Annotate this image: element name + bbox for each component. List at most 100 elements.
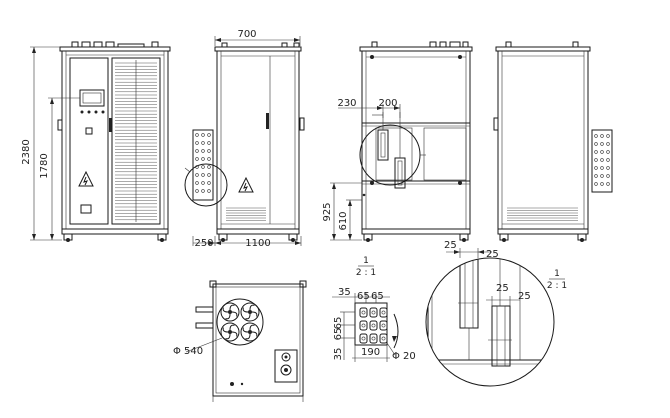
fan-icon: [220, 302, 240, 322]
rear-view: [493, 41, 613, 242]
plate-hole: [606, 134, 610, 138]
plate-hole: [594, 182, 598, 186]
detail-b-scale-bottom: 2 : 1: [547, 281, 567, 291]
fan-blade: [245, 333, 251, 340]
hole: [381, 310, 386, 315]
hole: [381, 336, 386, 341]
dim-fan-diameter: Φ 540: [173, 346, 203, 357]
fan-blade: [231, 311, 238, 317]
side-plate-holes: [195, 133, 211, 193]
fan-blade: [222, 307, 229, 313]
plate-hole: [606, 142, 610, 146]
plate-hole: [201, 149, 205, 153]
plate-hole: [594, 150, 598, 154]
hole: [371, 310, 376, 315]
fan-blade: [249, 304, 255, 311]
dim-detail-25-d: 25: [518, 291, 531, 302]
hole-outline: [369, 320, 378, 331]
fan-blade: [231, 331, 238, 337]
hole-outline: [369, 307, 378, 318]
dim-hole-65-a: 65: [357, 291, 370, 302]
detail-label-b: 1 2 : 1: [547, 269, 567, 291]
dim-hole-diameter: Φ 20: [392, 351, 416, 362]
hole-outline: [369, 333, 378, 344]
hole-outline: [359, 333, 368, 344]
fan-blade: [242, 327, 249, 333]
plate-hole: [195, 141, 199, 145]
hole: [361, 310, 366, 315]
fan-blade: [242, 307, 249, 313]
dim-front-height-lower: 1780: [39, 153, 50, 178]
side-vent-slots: [226, 207, 266, 221]
fan-icon: [240, 302, 260, 322]
dim-hole-190: 190: [361, 347, 380, 358]
hole: [381, 323, 386, 328]
dim-rack-left: 230: [337, 98, 356, 109]
plate-hole: [195, 149, 199, 153]
fan-blade: [225, 333, 231, 340]
plate-hole: [600, 166, 604, 170]
plate-hole: [594, 142, 598, 146]
plate-hole: [606, 182, 610, 186]
fan-blade: [251, 311, 258, 317]
dim-hole-65-b: 65: [371, 291, 384, 302]
plate-hole: [600, 182, 604, 186]
plate-hole: [195, 181, 199, 185]
plate-hole: [606, 166, 610, 170]
dim-rack-right: 200: [378, 98, 397, 109]
plate-hole: [600, 174, 604, 178]
plate-hole: [201, 165, 205, 169]
plate-hole: [600, 142, 604, 146]
fan-icon: [220, 322, 240, 342]
dim-hole-35-left: 35: [333, 348, 344, 361]
fan-blade: [249, 324, 255, 331]
plate-hole: [606, 158, 610, 162]
hole: [361, 336, 366, 341]
fan-hub: [228, 330, 232, 334]
side-view: 700: [184, 29, 305, 249]
dim-side-width: 700: [237, 29, 256, 40]
plate-hole: [207, 165, 211, 169]
dim-height-610: 610: [338, 211, 349, 230]
dim-front-height-total: 2380: [21, 139, 32, 164]
plate-hole: [594, 134, 598, 138]
plate-hole: [207, 157, 211, 161]
hole-outline: [379, 333, 388, 344]
plate-hole: [207, 149, 211, 153]
plate-hole: [201, 133, 205, 137]
dim-detail-25-b: 25: [486, 249, 499, 260]
dim-hole-65-left-a: 65: [333, 317, 344, 330]
fan-blade: [245, 313, 251, 320]
plate-hole: [195, 133, 199, 137]
front-view: 2380 1780: [21, 41, 171, 242]
hole-outline: [359, 320, 368, 331]
plate-hole: [600, 150, 604, 154]
plate-hole: [207, 141, 211, 145]
fan-hub: [228, 310, 232, 314]
top-view: Φ 540: [173, 280, 307, 402]
interior-view: 230 200 925 610: [322, 41, 473, 242]
hole-pattern-view: 35 65 65 65 65 35 190 Φ 20: [332, 287, 416, 362]
plate-hole: [594, 174, 598, 178]
hole: [371, 323, 376, 328]
plate-hole: [207, 133, 211, 137]
rear-plate-holes: [594, 134, 610, 186]
dim-base-offset: 250: [194, 238, 213, 249]
plate-hole: [201, 189, 205, 193]
detail-enlarged-view: 25 25 25 25: [425, 240, 555, 387]
plate-hole: [201, 141, 205, 145]
plate-hole: [594, 166, 598, 170]
dim-base-width: 1100: [245, 238, 270, 249]
plate-hole: [606, 150, 610, 154]
hole: [371, 336, 376, 341]
dim-height-925: 925: [322, 202, 333, 221]
fan-hub: [248, 330, 252, 334]
dim-hole-35-top: 35: [338, 287, 351, 298]
plate-hole: [600, 158, 604, 162]
hole-outline: [379, 307, 388, 318]
plate-hole: [594, 158, 598, 162]
plate-hole: [195, 173, 199, 177]
hole-outline: [379, 320, 388, 331]
fan-icon: [240, 322, 260, 342]
